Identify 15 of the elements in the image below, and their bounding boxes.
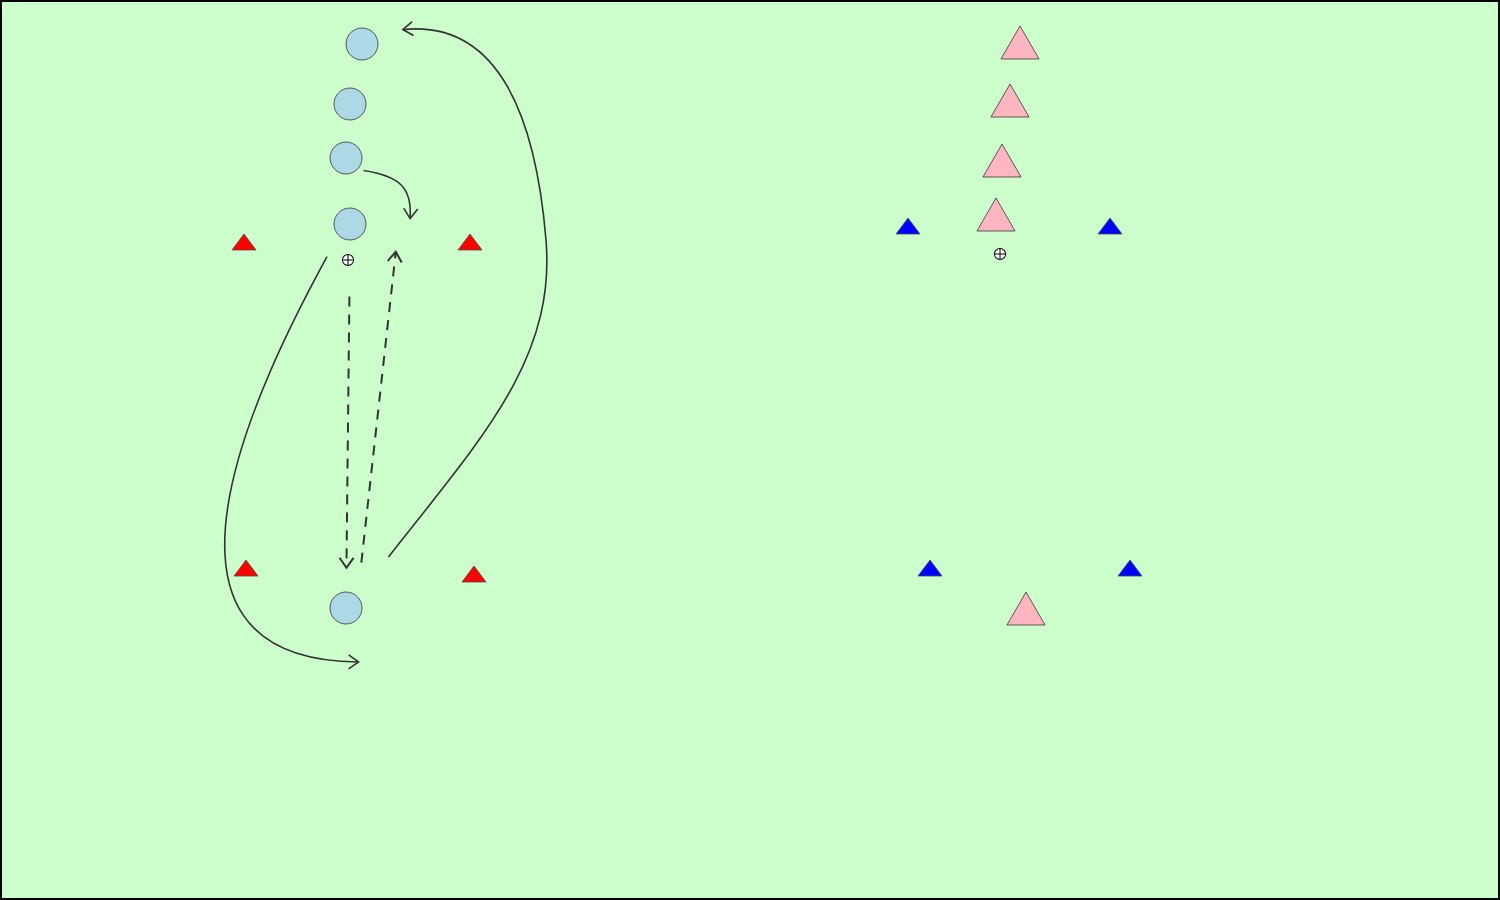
pass-arrow — [360, 250, 403, 564]
player-triangle — [1006, 591, 1046, 626]
player-triangle — [976, 197, 1016, 232]
run-arrow — [387, 20, 548, 558]
player-triangle — [982, 143, 1022, 178]
player-circle — [333, 87, 367, 121]
player-circle — [329, 591, 363, 625]
player-circle — [333, 207, 367, 241]
player-triangle — [990, 83, 1030, 118]
run-arrow — [362, 169, 419, 220]
run-arrow — [223, 255, 360, 670]
pass-arrow — [338, 295, 355, 570]
player-circle — [329, 141, 363, 175]
player-circle — [345, 27, 379, 61]
player-triangle — [1000, 25, 1040, 60]
